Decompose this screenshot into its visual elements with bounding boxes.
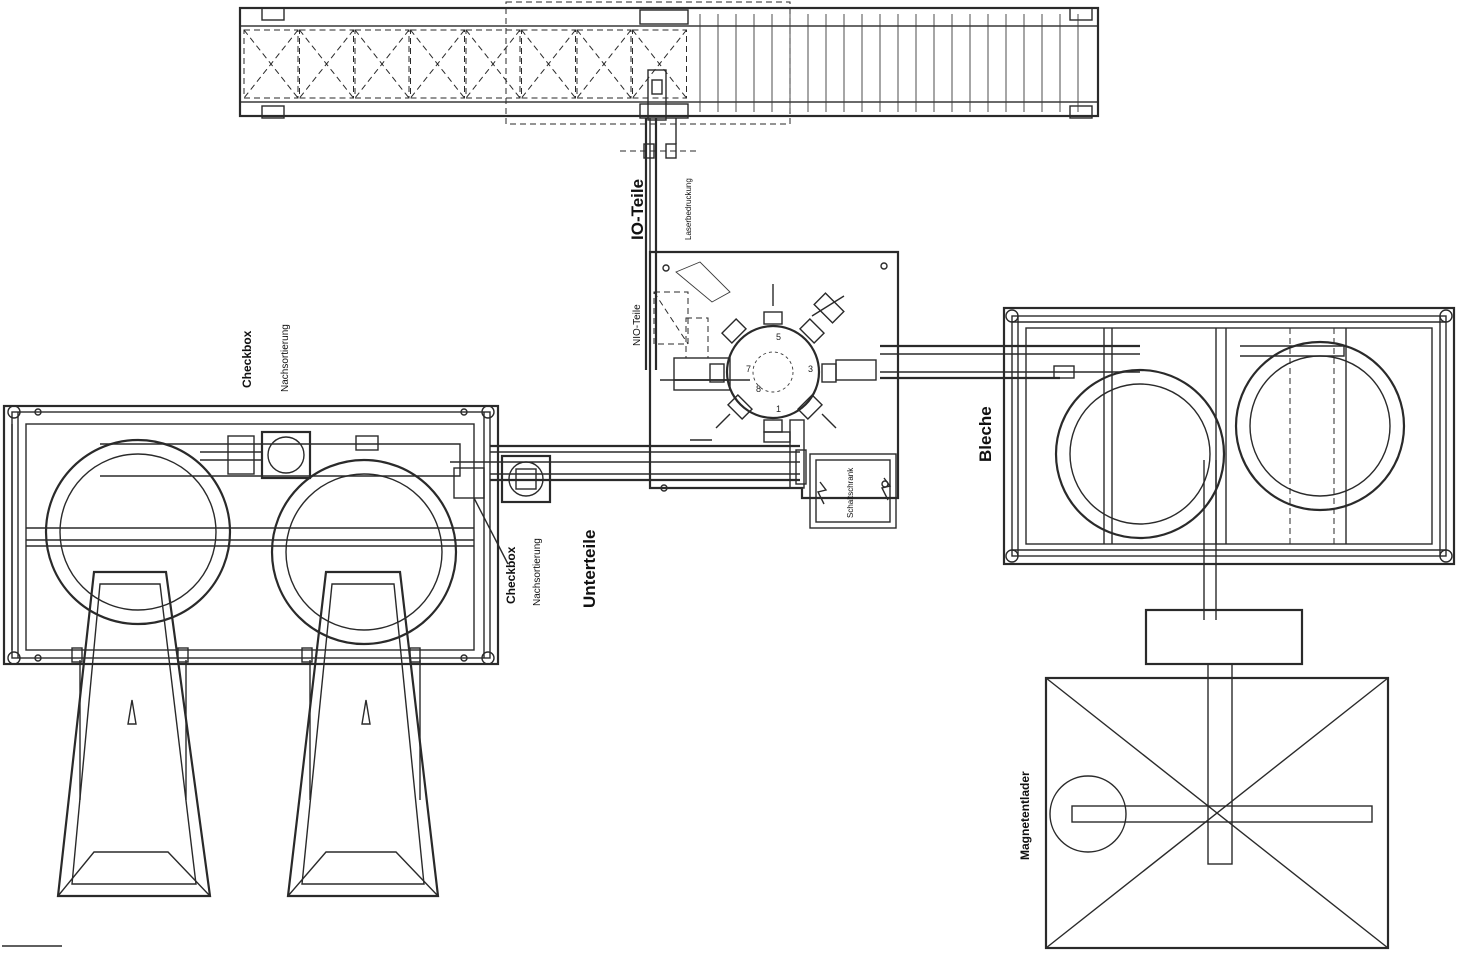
hoppers: [56, 570, 440, 898]
conveyor-segment: [243, 29, 299, 99]
conveyor-segment-cross: [465, 29, 521, 99]
station-number: 1: [776, 404, 781, 414]
io-teile-label: IO-Teile: [628, 178, 647, 240]
conveyor-segment: [632, 29, 687, 99]
conveyor-segment: [299, 29, 354, 99]
unterteile-label: Unterteile: [580, 529, 599, 608]
conveyor-segment: [521, 29, 576, 99]
station-number: 8: [756, 384, 761, 394]
nachsortierung-mid-label: Nachsortierung: [532, 538, 543, 606]
nachsortierung-top-label: Nachsortierung: [280, 324, 291, 392]
conveyor-segment: [354, 29, 410, 99]
bleche-label: Bleche: [976, 406, 995, 462]
conveyor-segment-cross: [410, 29, 465, 99]
conveyor-segment-cross: [243, 29, 299, 99]
station-number: 3: [808, 364, 813, 374]
station-number: 5: [776, 332, 781, 342]
conveyor-segment-cross: [576, 29, 632, 99]
checkbox-mid-label: Checkbox: [504, 546, 518, 604]
conveyor-segment: [576, 29, 632, 99]
conveyor-segment-cross: [521, 29, 576, 99]
magnetentlader-label: Magnetentlader: [1018, 771, 1032, 860]
conveyor-segment-cross: [299, 29, 354, 99]
right-bleche-station: [880, 306, 1456, 620]
conveyor-segment-cross: [632, 29, 687, 99]
left-coil-station: [2, 404, 509, 666]
conveyor-segment-cross: [354, 29, 410, 99]
rotary-indexing-table: [648, 250, 900, 529]
station-number: 7: [746, 364, 751, 374]
checkbox-top-label: Checkbox: [240, 330, 254, 388]
unterteile-conveyor: [450, 419, 807, 504]
nio-teile-label: NIO-Teile: [632, 304, 643, 346]
top-conveyor: [238, 1, 1100, 125]
schaltschrank-label: Schaltschrank: [846, 467, 855, 518]
laserbedruckung-label: Laserbedruckung: [684, 178, 693, 240]
magnetentlader-unit: [1044, 608, 1390, 950]
conveyor-segment: [465, 29, 521, 99]
conveyor-segment: [410, 29, 465, 99]
